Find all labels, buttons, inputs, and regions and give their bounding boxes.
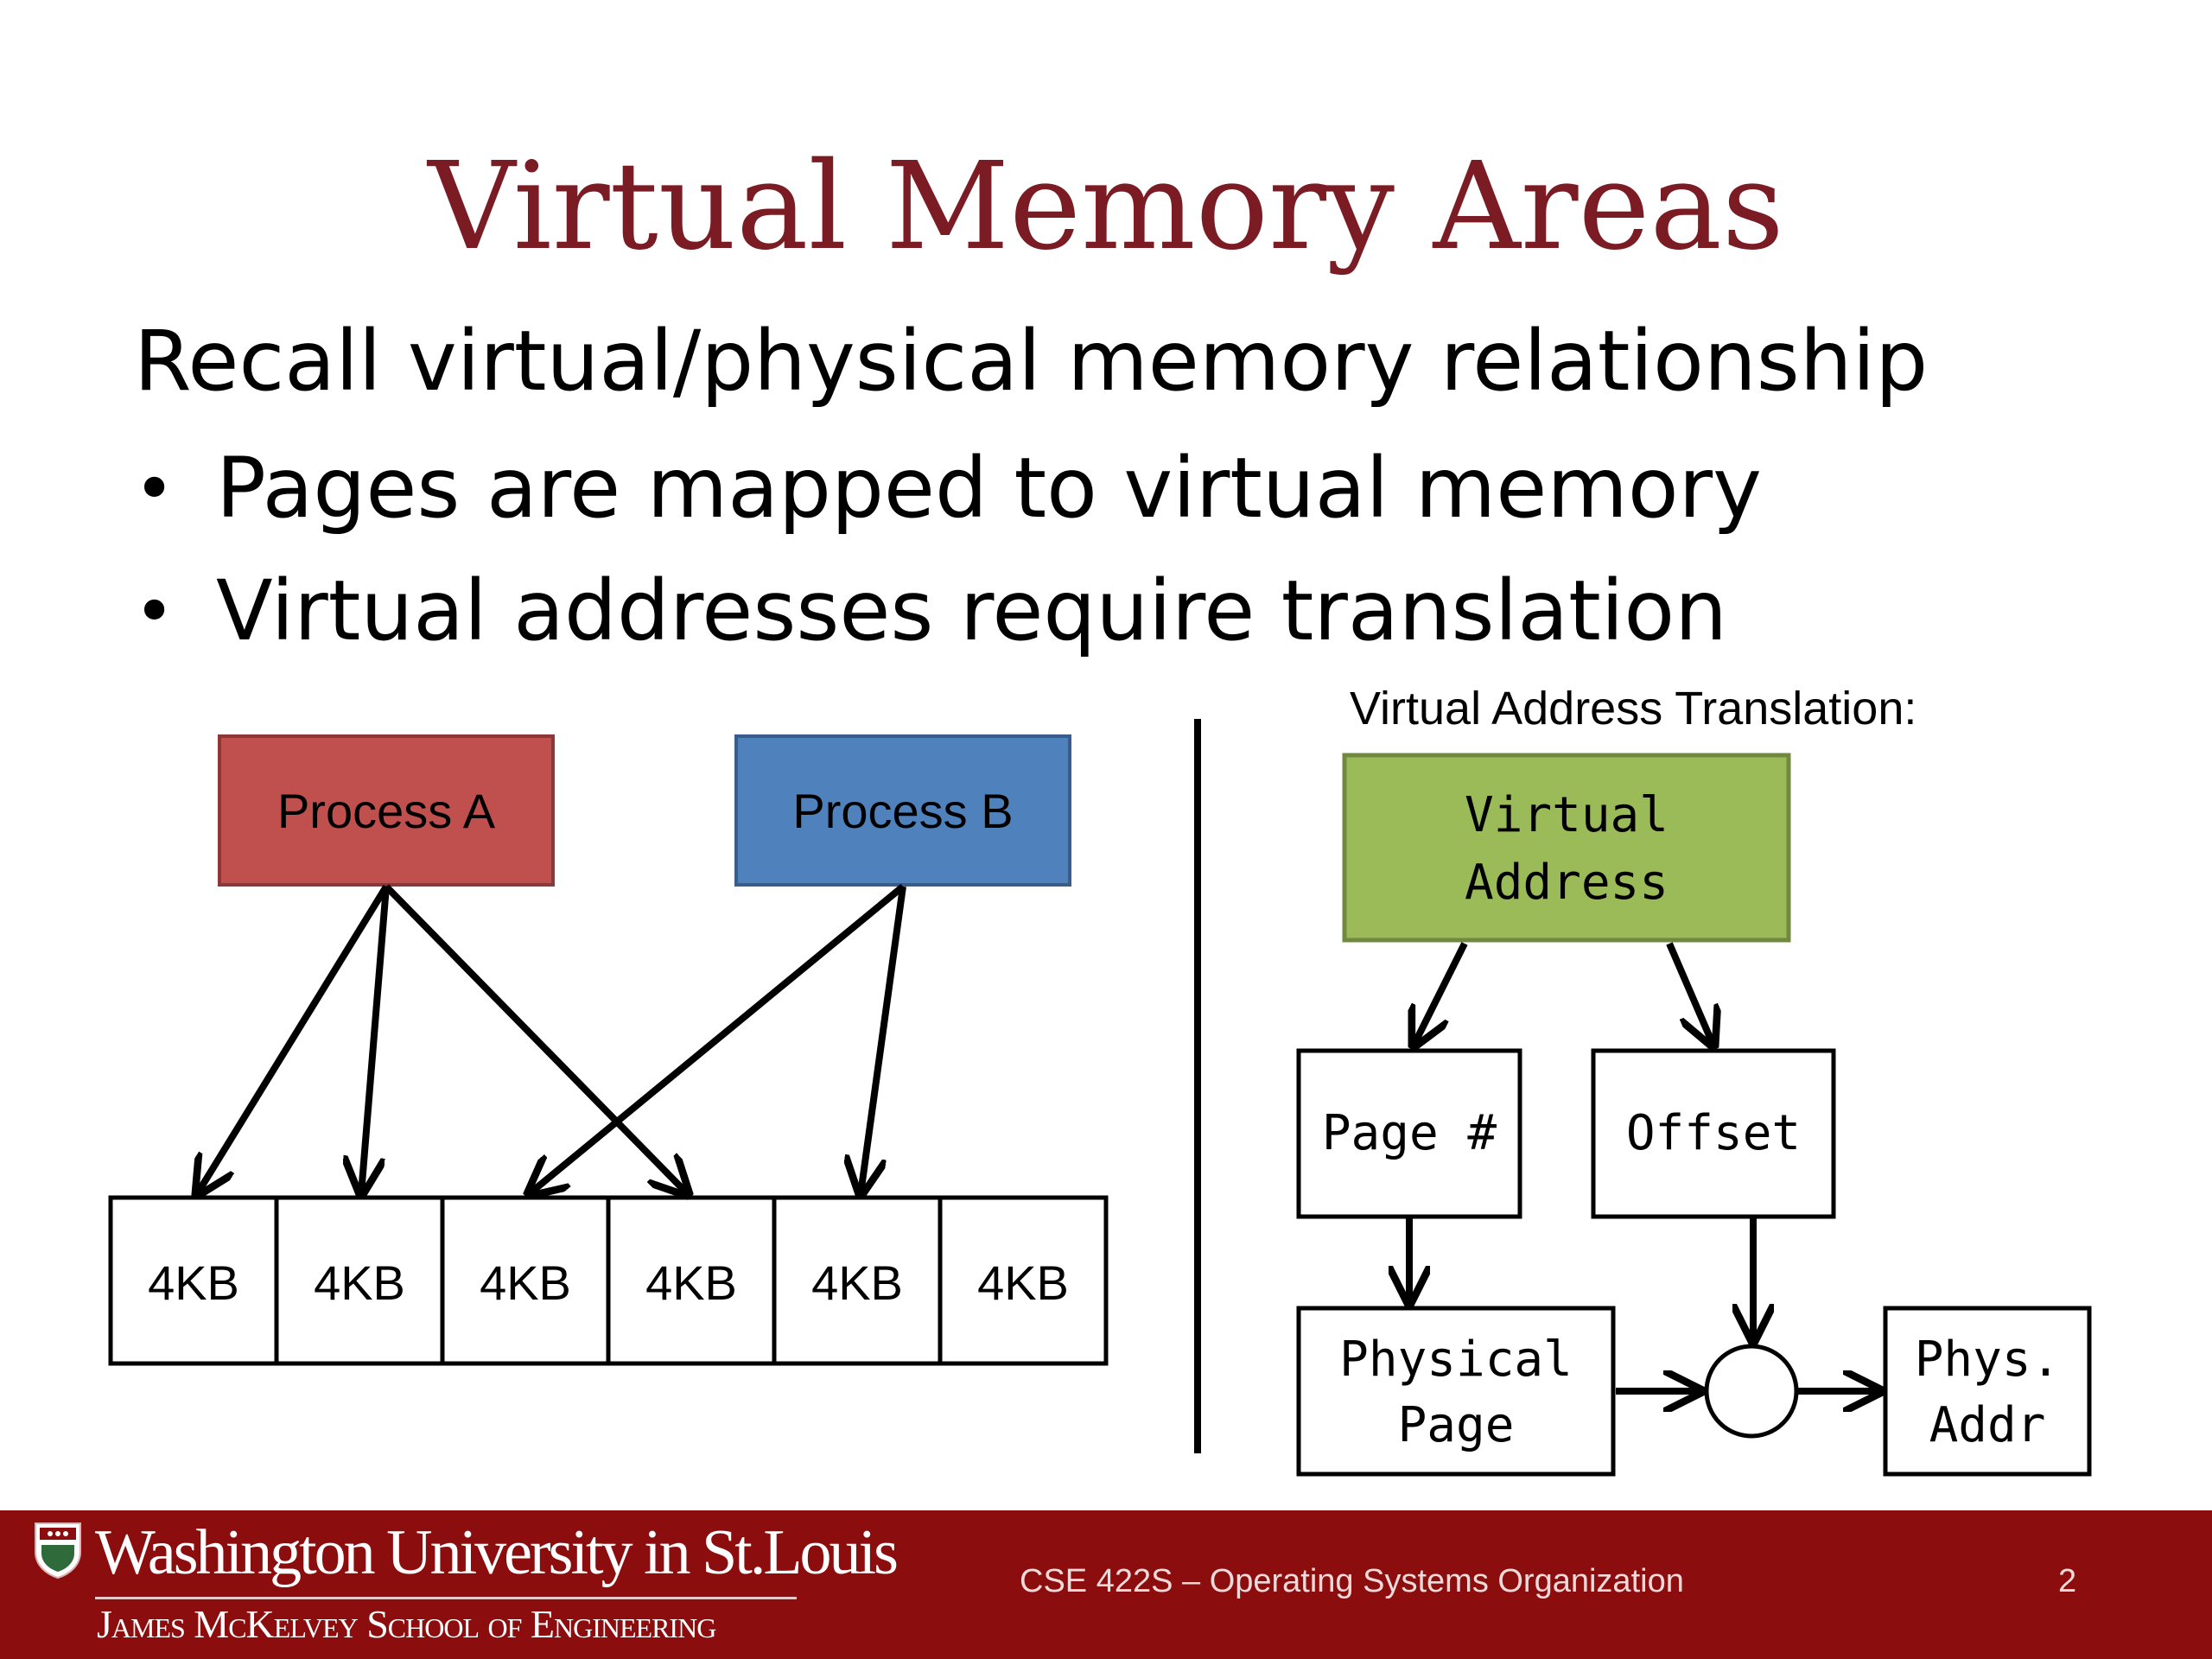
logo-divider — [95, 1597, 797, 1599]
physical-page-label-line2: Page — [1398, 1397, 1515, 1453]
page-frame-label: 4KB — [645, 1255, 737, 1310]
process-b-label: Process B — [792, 784, 1013, 838]
process-b-box — [734, 734, 1071, 887]
arrow-a-to-page4 — [384, 884, 688, 1194]
bullet-dot: • — [134, 448, 175, 529]
phys-addr-label-line2: Addr — [1929, 1397, 2046, 1453]
page-frame — [938, 1195, 1109, 1366]
mapping-arrows — [197, 883, 906, 1194]
footer-bar — [0, 1510, 2212, 1659]
page-frame-label: 4KB — [314, 1255, 405, 1310]
page-number-label: Page # — [1322, 1105, 1497, 1161]
course-name: CSE 422S – Operating Systems Organizatio… — [1020, 1563, 1684, 1599]
offset-box — [1591, 1048, 1836, 1219]
physical-page-box — [1296, 1306, 1616, 1477]
virtual-address-box — [1342, 753, 1791, 943]
arrow-b-to-page5 — [861, 886, 906, 1194]
process-a-box — [218, 734, 555, 887]
page-frame-label: 4KB — [480, 1255, 571, 1310]
physical-page-label-line1: Physical — [1339, 1332, 1573, 1388]
phys-addr-box — [1883, 1306, 2092, 1477]
translation-caption: Virtual Address Translation: — [1350, 683, 1916, 734]
virtual-address-label-line2: Address — [1465, 855, 1669, 911]
page-number: 2 — [2058, 1563, 2077, 1599]
bullet-dot: • — [134, 571, 175, 652]
arrow-a-to-page1 — [197, 884, 390, 1194]
school-name: James McKelvey School of Engineering — [97, 1602, 716, 1646]
page-frame-label: 4KB — [977, 1255, 1069, 1310]
phys-addr-label-line1: Phys. — [1915, 1332, 2061, 1388]
translation-arrows — [1409, 942, 1880, 1391]
arrow-va-to-offset — [1666, 942, 1713, 1046]
bullet-pages-mapped: Pages are mapped to virtual memory — [216, 440, 1762, 537]
arrow-b-to-page3 — [529, 883, 906, 1194]
combine-node — [1704, 1344, 1799, 1439]
slide-title: Virtual Memory Areas — [428, 137, 1784, 277]
university-shield-icon — [35, 1522, 81, 1580]
intro-line: Recall virtual/physical memory relations… — [134, 313, 1929, 410]
page-frame-label: 4KB — [148, 1255, 239, 1310]
arrow-a-to-page2 — [361, 886, 390, 1194]
page-frames: 4KB 4KB 4KB 4KB 4KB 4KB — [108, 1195, 1109, 1366]
page-frame — [606, 1195, 777, 1366]
process-a-label: Process A — [277, 784, 496, 838]
offset-label: Offset — [1626, 1105, 1801, 1161]
university-name: Washington University in St.Louis — [95, 1517, 899, 1588]
bullet-address-translation: Virtual addresses require translation — [216, 563, 1727, 659]
arrow-va-to-page-number — [1414, 942, 1468, 1046]
page-frame-label: 4KB — [811, 1255, 903, 1310]
virtual-address-label-line1: Virtual — [1465, 787, 1669, 843]
